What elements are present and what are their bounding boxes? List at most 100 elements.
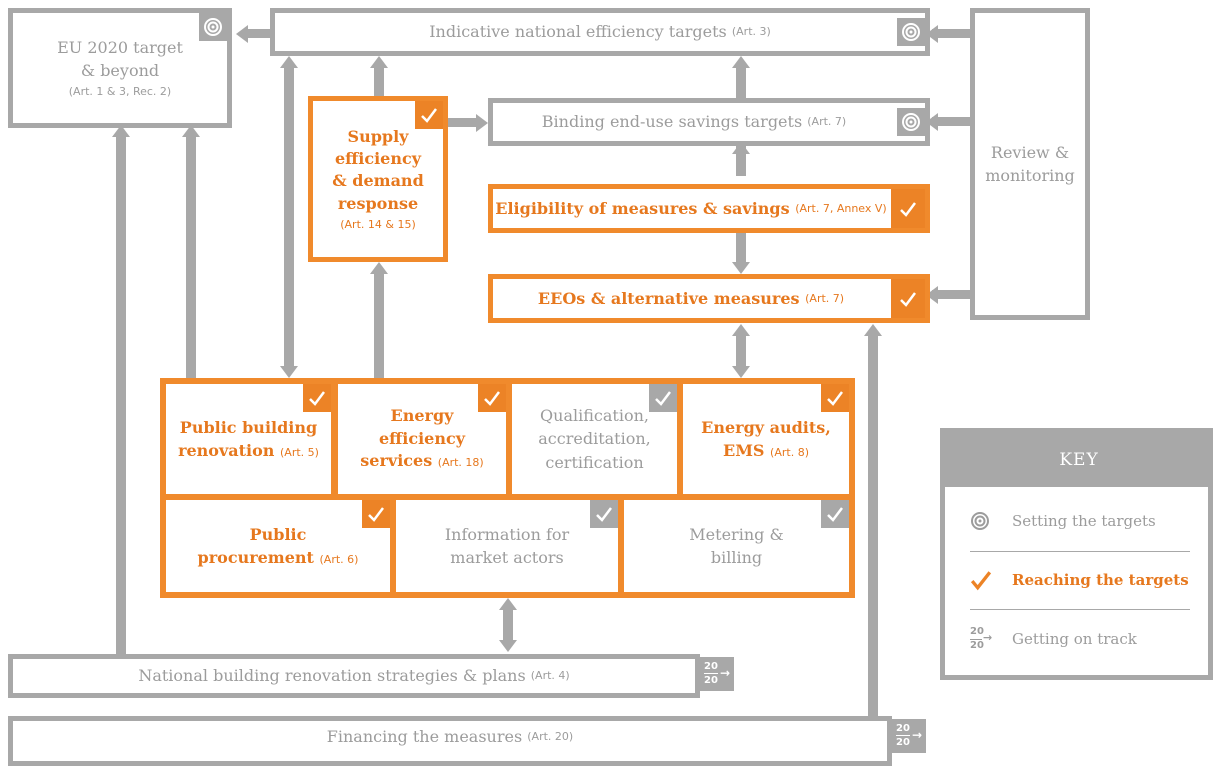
supply-line2: efficiency xyxy=(334,148,422,168)
financing-art: (Art. 20) xyxy=(527,730,574,744)
checkmark-icon xyxy=(415,101,443,129)
connector-review-indicative xyxy=(932,29,972,38)
arrow-up xyxy=(280,56,298,68)
connector-binding-indicative xyxy=(736,66,746,98)
qualification-cell: Qualification, accreditation, certificat… xyxy=(512,384,677,494)
energy-services-line3: services xyxy=(360,451,433,471)
arrow-up xyxy=(732,56,750,68)
arrow-up xyxy=(499,598,517,610)
financing-title: Financing the measures xyxy=(326,727,523,747)
arrow-down xyxy=(499,640,517,652)
connector-eu-national xyxy=(116,135,126,655)
audits-line1: Energy audits, xyxy=(701,417,831,437)
eligibility-box: Eligibility of measures & savings (Art. … xyxy=(488,184,930,233)
checkmark-icon xyxy=(590,500,618,528)
key-divider xyxy=(970,551,1190,552)
connector-supply-indicative xyxy=(374,66,384,96)
track-top: 20 xyxy=(896,723,910,734)
supply-line3: & demand xyxy=(332,171,424,191)
eeos-title: EEOs & alternative measures xyxy=(537,288,800,308)
eeos-box: EEOs & alternative measures (Art. 7) xyxy=(488,274,930,323)
connector-eeos-financing xyxy=(868,334,878,716)
track-top: 20 xyxy=(970,626,984,637)
financing-box: Financing the measures (Art. 20) xyxy=(8,716,892,766)
binding-art: (Art. 7) xyxy=(807,115,847,129)
key-legend: KEY Setting the targets Reaching the tar… xyxy=(940,428,1213,680)
information-line1: Information for xyxy=(444,524,570,544)
arrow-up xyxy=(182,125,200,137)
arrow-left xyxy=(236,25,248,43)
connector-eeos-grid xyxy=(736,334,746,368)
connector-supply-binding xyxy=(448,118,478,127)
qualification-line1: Qualification, xyxy=(540,406,649,426)
eu-target-line2: & beyond xyxy=(80,61,160,81)
energy-services-line2: efficiency xyxy=(378,428,466,448)
arrow-right xyxy=(476,114,488,132)
supply-line1: Supply xyxy=(347,126,409,146)
metering-cell: Metering & billing xyxy=(624,500,849,592)
audits-cell: Energy audits, EMS (Art. 8) xyxy=(683,384,849,494)
arrow-down xyxy=(280,366,298,378)
checkmark-icon xyxy=(891,279,925,318)
key-reaching-label: Reaching the targets xyxy=(1012,571,1189,589)
connector-eu-public-building xyxy=(186,135,196,380)
connector-eligibility-eeos xyxy=(736,233,746,263)
public-building-cell: Public building renovation (Art. 5) xyxy=(166,384,331,494)
eligibility-title: Eligibility of measures & savings xyxy=(495,198,790,218)
arrow-up xyxy=(370,262,388,274)
indicative-title: Indicative national efficiency targets xyxy=(429,22,727,42)
target-icon xyxy=(897,108,925,136)
checkmark-icon xyxy=(821,384,849,412)
connector-review-eeos xyxy=(932,290,972,299)
qualification-line3: certification xyxy=(545,452,644,472)
checkmark-icon xyxy=(891,189,925,228)
energy-services-cell: Energy efficiency services (Art. 18) xyxy=(338,384,506,494)
supply-art: (Art. 14 & 15) xyxy=(340,218,416,232)
track-bottom: 20 xyxy=(970,640,984,651)
arrow-up xyxy=(112,125,130,137)
connector-binding-eligibility xyxy=(736,146,746,176)
national-renovation-title: National building renovation strategies … xyxy=(138,666,526,686)
twenty-twenty-icon: 20 20 → xyxy=(700,657,734,691)
public-building-line1: Public building xyxy=(179,417,318,437)
eligibility-art: (Art. 7, Annex V) xyxy=(795,201,887,215)
checkmark-icon xyxy=(478,384,506,412)
review-line1: Review & xyxy=(990,142,1070,162)
public-building-line2: renovation xyxy=(178,441,275,460)
procurement-line1: Public xyxy=(249,524,307,544)
public-building-art: (Art. 5) xyxy=(280,446,319,459)
supply-efficiency-box: Supply efficiency & demand response (Art… xyxy=(308,96,448,262)
national-renovation-art: (Art. 4) xyxy=(530,669,570,683)
indicative-targets-box: Indicative national efficiency targets (… xyxy=(270,8,930,56)
key-setting-row: Setting the targets xyxy=(970,511,1156,531)
checkmark-icon xyxy=(649,384,677,412)
supply-line4: response xyxy=(337,193,419,213)
energy-services-line1: Energy xyxy=(390,406,454,426)
twenty-twenty-icon: 20 20 → xyxy=(892,719,926,753)
review-line2: monitoring xyxy=(985,166,1075,185)
checkmark-icon xyxy=(970,569,992,591)
target-icon xyxy=(199,13,227,41)
arrow-up xyxy=(370,56,388,68)
qualification-line2: accreditation, xyxy=(538,429,651,449)
key-getting-row: 20 20 → Getting on track xyxy=(970,625,1137,653)
indicative-art: (Art. 3) xyxy=(731,25,771,39)
procurement-line2: procurement xyxy=(197,548,314,567)
track-bottom: 20 xyxy=(704,675,718,686)
connector-supply-grid xyxy=(374,272,384,380)
checkmark-icon xyxy=(821,500,849,528)
binding-title: Binding end-use savings targets xyxy=(541,112,803,132)
key-heading: KEY xyxy=(945,433,1213,487)
target-icon xyxy=(970,511,990,531)
track-top: 20 xyxy=(704,661,718,672)
binding-targets-box: Binding end-use savings targets (Art. 7) xyxy=(488,98,930,146)
connector-grid-national xyxy=(503,608,513,642)
arrow-up xyxy=(732,324,750,336)
metering-line2: billing xyxy=(710,548,763,567)
review-monitoring-box: Review & monitoring xyxy=(970,8,1090,320)
eu-target-art: (Art. 1 & 3, Rec. 2) xyxy=(68,85,172,99)
eeos-art: (Art. 7) xyxy=(805,291,845,305)
eu-target-box: EU 2020 target & beyond (Art. 1 & 3, Rec… xyxy=(8,8,232,128)
target-icon xyxy=(897,18,925,46)
energy-services-art: (Art. 18) xyxy=(437,456,484,470)
